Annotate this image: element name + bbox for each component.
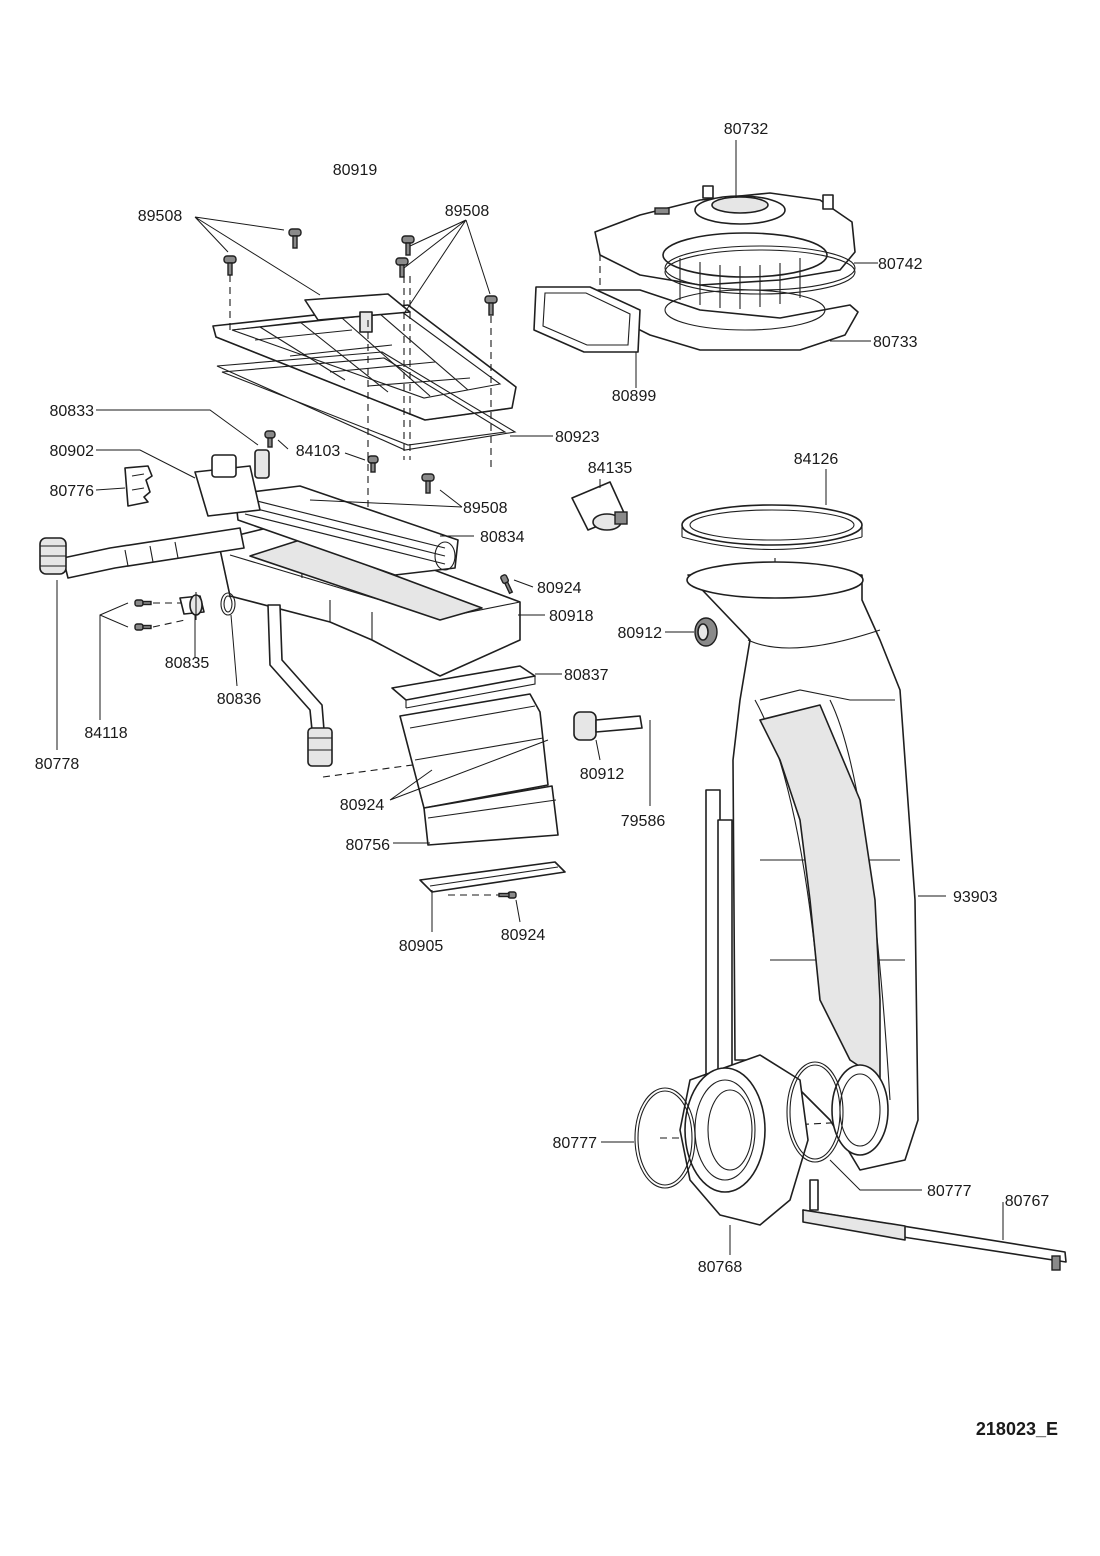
label-80834: 80834 xyxy=(480,529,525,546)
label-80899: 80899 xyxy=(612,388,657,405)
duct-outlet-80768 xyxy=(679,1054,809,1226)
label-80905: 80905 xyxy=(399,938,444,955)
thermostat-bracket xyxy=(194,449,270,517)
drain-hose-80778 xyxy=(39,527,245,579)
drain-pipe xyxy=(267,604,333,767)
grommet-80912 xyxy=(694,617,718,647)
part-labels: 80919 89508 89508 80732 80742 80733 8089… xyxy=(35,121,1050,1276)
fan-housing xyxy=(594,185,859,351)
label-80837: 80837 xyxy=(564,667,609,684)
filter-lid xyxy=(212,293,517,421)
label-80912-lower: 80912 xyxy=(580,766,625,783)
label-80767: 80767 xyxy=(1005,1193,1050,1210)
label-80768: 80768 xyxy=(698,1259,743,1276)
fan-seal-ring xyxy=(664,245,856,295)
label-80732: 80732 xyxy=(724,121,769,138)
oring-80777-right xyxy=(786,1061,844,1163)
label-84135: 84135 xyxy=(588,460,633,477)
sensor-79586 xyxy=(573,711,643,741)
filter-gasket xyxy=(216,351,517,451)
label-80733: 80733 xyxy=(873,334,918,351)
label-89508-top-left: 89508 xyxy=(138,208,183,225)
label-80756: 80756 xyxy=(346,837,391,854)
label-80924-upper: 80924 xyxy=(537,580,582,597)
label-89508-top-right: 89508 xyxy=(445,203,490,220)
label-80902: 80902 xyxy=(50,443,95,460)
capacitor-84135 xyxy=(571,481,628,531)
condenser-duct-93903 xyxy=(686,561,919,1171)
duct-gasket-84126 xyxy=(681,504,863,551)
duct-seal-80837 xyxy=(391,665,536,709)
label-84103: 84103 xyxy=(296,443,341,460)
label-80742: 80742 xyxy=(878,256,923,273)
screw-84118 xyxy=(134,599,152,631)
label-80833: 80833 xyxy=(50,403,95,420)
screw-84103 xyxy=(264,430,379,473)
label-84126: 84126 xyxy=(794,451,839,468)
drawing-id: 218023_E xyxy=(976,1419,1058,1439)
label-79586: 79586 xyxy=(621,813,666,830)
label-80836: 80836 xyxy=(217,691,262,708)
screw-80924 xyxy=(498,574,517,899)
label-80776: 80776 xyxy=(50,483,95,500)
label-80778: 80778 xyxy=(35,756,80,773)
sensor-80835 xyxy=(179,592,205,620)
label-80924-middle: 80924 xyxy=(340,797,385,814)
label-80835: 80835 xyxy=(165,655,210,672)
duct-80756 xyxy=(399,693,559,846)
oring-80836 xyxy=(220,592,236,616)
label-93903: 93903 xyxy=(953,889,998,906)
label-80912-upper: 80912 xyxy=(618,625,663,642)
label-80924-lower: 80924 xyxy=(501,927,546,944)
label-84118: 84118 xyxy=(84,725,127,742)
duct-flap-80905 xyxy=(419,861,566,893)
label-80777-right: 80777 xyxy=(927,1183,972,1200)
clip-80776 xyxy=(124,465,153,507)
label-80777-left: 80777 xyxy=(553,1135,598,1152)
label-80923: 80923 xyxy=(555,429,600,446)
fan-duct-frame xyxy=(533,286,641,353)
label-89508-mid: 89508 xyxy=(463,500,508,517)
label-80918: 80918 xyxy=(549,608,594,625)
bracket-80767 xyxy=(802,1179,1067,1271)
heater-housing xyxy=(217,519,521,677)
leader-lines xyxy=(56,140,1004,1255)
oring-80777-left xyxy=(634,1087,696,1189)
heater-element xyxy=(234,485,459,576)
label-80919: 80919 xyxy=(333,162,378,179)
